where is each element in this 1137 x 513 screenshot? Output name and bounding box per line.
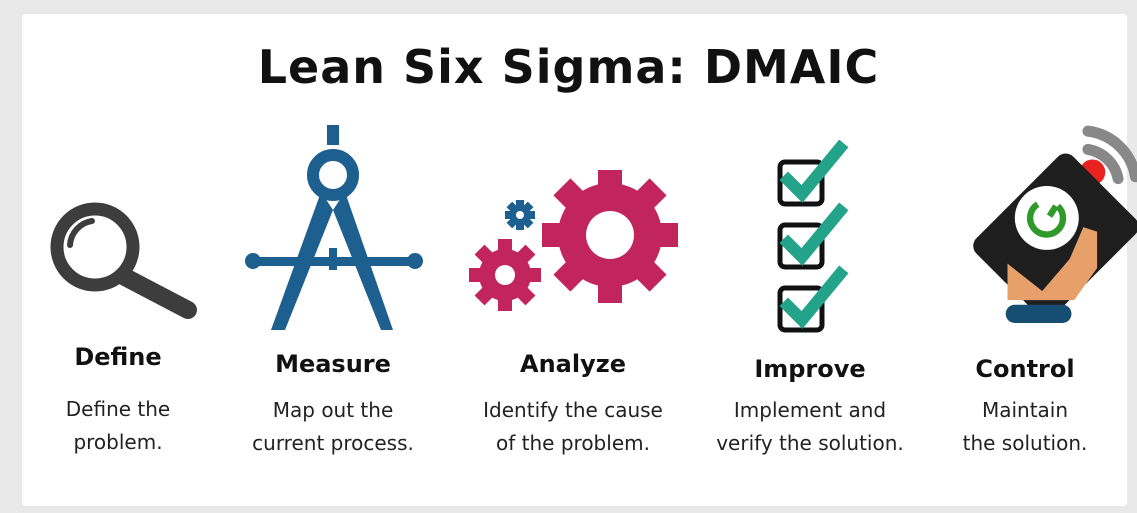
step-desc-line: current process. bbox=[252, 431, 414, 455]
step-label: Control bbox=[975, 355, 1075, 383]
step-label: Measure bbox=[275, 350, 391, 378]
magnifying-glass-icon bbox=[50, 202, 197, 319]
compass-icon bbox=[245, 125, 423, 330]
step-analyze: Analyze Identify the cause of the problem… bbox=[458, 350, 688, 460]
remote-control-hand-icon bbox=[973, 125, 1137, 324]
step-desc-line: Define the bbox=[65, 397, 171, 421]
step-desc-line: Map out the bbox=[272, 398, 394, 422]
step-desc-line: Implement and bbox=[733, 398, 887, 422]
step-desc-line: problem. bbox=[73, 430, 163, 454]
step-improve: Improve Implement and verify the solution… bbox=[695, 355, 925, 460]
step-desc-line: Maintain bbox=[981, 398, 1069, 422]
step-label: Define bbox=[74, 343, 162, 371]
step-desc-line: Identify the cause bbox=[483, 398, 663, 422]
step-desc-line: verify the solution. bbox=[716, 431, 904, 455]
page-title: Lean Six Sigma: DMAIC bbox=[257, 40, 880, 94]
step-label: Improve bbox=[754, 355, 866, 383]
step-desc-line: of the problem. bbox=[496, 431, 650, 455]
step-control: Control Maintain the solution. bbox=[910, 355, 1137, 460]
step-measure: Measure Map out the current process. bbox=[218, 350, 448, 460]
step-label: Analyze bbox=[520, 350, 626, 378]
step-define: Define Define the problem. bbox=[3, 343, 233, 459]
gears-icon bbox=[469, 170, 678, 311]
step-desc-line: the solution. bbox=[962, 431, 1088, 455]
checklist-icon bbox=[777, 140, 849, 333]
